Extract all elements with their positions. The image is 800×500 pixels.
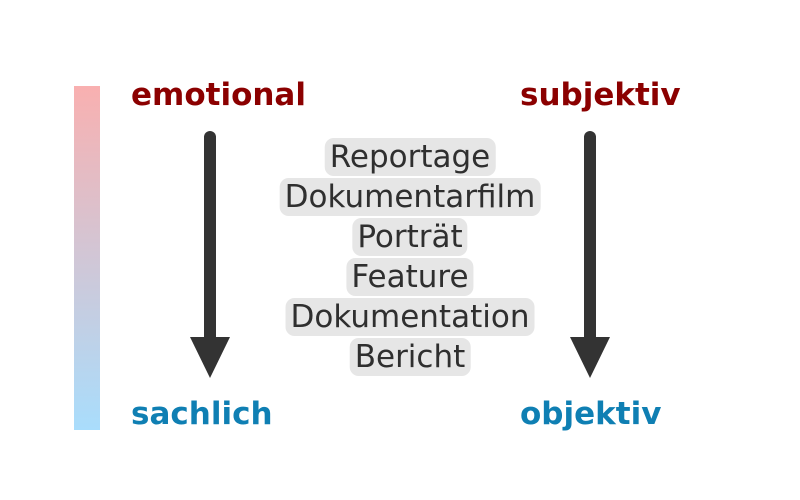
- genre-list: Reportage Dokumentarfilm Porträt Feature…: [270, 138, 550, 378]
- genre-item-feature: Feature: [346, 258, 474, 296]
- label-sachlich: sachlich: [131, 396, 273, 432]
- label-emotional: emotional: [131, 77, 306, 113]
- genre-item-dokumentarfilm: Dokumentarfilm: [279, 178, 541, 216]
- left-arrow-down-icon: [190, 131, 230, 378]
- genre-item-portraet: Porträt: [352, 218, 468, 256]
- genre-item-dokumentation: Dokumentation: [285, 298, 535, 336]
- emotion-gradient-bar: [74, 86, 100, 430]
- genre-item-bericht: Bericht: [349, 338, 471, 376]
- genre-item-reportage: Reportage: [324, 138, 496, 176]
- label-subjektiv: subjektiv: [520, 77, 681, 113]
- right-arrow-down-icon: [570, 131, 610, 378]
- label-objektiv: objektiv: [520, 396, 662, 432]
